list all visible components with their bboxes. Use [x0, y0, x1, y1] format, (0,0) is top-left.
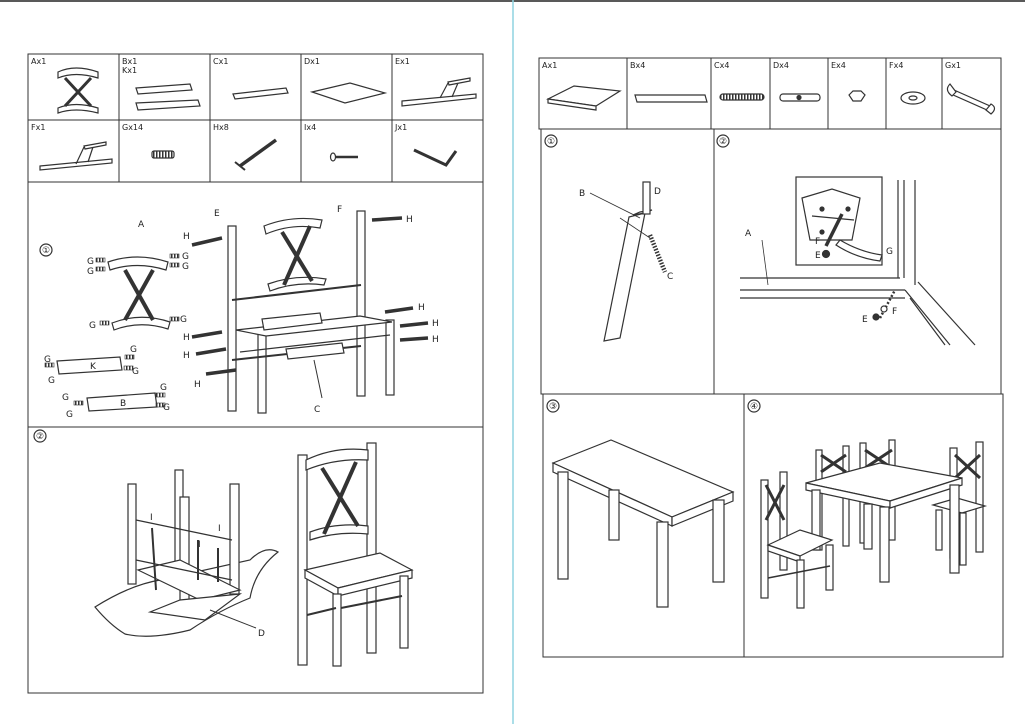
part-label-fx1: Fx1 [31, 123, 45, 132]
callout-c-left: C [314, 405, 320, 415]
back-x-frame-icon [57, 67, 99, 114]
part-label-gx14: Gx14 [122, 123, 143, 132]
part-label-jx1: Jx1 [394, 123, 407, 132]
callout-g7: G [44, 355, 51, 365]
callout-d-left: D [258, 629, 265, 639]
part-label-ex1: Ex1 [395, 57, 410, 66]
washer-icon [900, 91, 926, 105]
nut-icon [848, 90, 866, 102]
part-label-kx1: Kx1 [122, 66, 137, 75]
rails-icon [135, 83, 201, 111]
bolt-icon [234, 138, 278, 171]
rail-c-icon [232, 87, 289, 100]
tabletop-icon [546, 85, 622, 111]
callout-e-left: E [214, 209, 220, 219]
left-step1-number: ① [42, 246, 50, 256]
callout-i3: I [218, 524, 221, 534]
callout-a-left: A [138, 220, 145, 230]
part-label-cx1: Cx1 [213, 57, 228, 66]
callout-e-inset: E [815, 251, 821, 261]
part-label-ex4: Ex4 [831, 61, 846, 70]
callout-g5: G [89, 321, 96, 331]
callout-e-right: E [862, 315, 868, 325]
part-label-hx8: Hx8 [213, 123, 229, 132]
apron-icon [634, 94, 708, 103]
callout-h1: H [183, 232, 190, 242]
callout-f-inset: F [815, 237, 820, 247]
left-step1 [39, 210, 429, 414]
right-step2 [716, 134, 976, 346]
right-step4-number: ④ [750, 402, 758, 412]
callout-g13: G [66, 410, 73, 420]
right-step3 [546, 399, 735, 608]
callout-f-right: F [892, 307, 897, 317]
wrench-icon [946, 83, 996, 115]
callout-f-left: F [337, 205, 342, 215]
right-step1 [544, 134, 668, 342]
part-label-fx4: Fx4 [889, 61, 903, 70]
callout-h3: H [183, 333, 190, 343]
part-label-dx4: Dx4 [773, 61, 789, 70]
allen-key-icon [413, 148, 458, 167]
callout-b-right: B [579, 189, 585, 199]
part-label-ax1: Ax1 [31, 57, 46, 66]
right-step2-number: ② [719, 137, 727, 147]
rail-k-label: K [90, 362, 97, 372]
left-page [27, 53, 484, 694]
callout-h2: H [406, 215, 413, 225]
callout-g12: G [160, 383, 167, 393]
rail-b-label: B [120, 399, 126, 409]
part-label-gx1: Gx1 [945, 61, 961, 70]
callout-c-right: C [667, 272, 673, 282]
right-step3-number: ③ [549, 402, 557, 412]
side-frame-f-icon [39, 141, 113, 171]
part-label-bx1: Bx1 [122, 57, 137, 66]
part-label-cx4: Cx4 [714, 61, 729, 70]
right-step4 [747, 399, 988, 609]
callout-h6: H [418, 303, 425, 313]
callout-h5: H [194, 380, 201, 390]
callout-i1: I [150, 513, 153, 523]
callout-a-right: A [745, 229, 752, 239]
left-frame [27, 53, 484, 694]
callout-h4: H [183, 351, 190, 361]
left-step2-number: ② [36, 432, 44, 442]
left-step2 [33, 429, 414, 667]
callout-d-right: D [654, 187, 661, 197]
side-frame-e-icon [401, 77, 477, 107]
callout-h7: H [432, 319, 439, 329]
callout-g11: G [62, 393, 69, 403]
right-steps-bottom [542, 393, 1004, 658]
callout-g1: G [87, 257, 94, 267]
screw-icon [329, 152, 358, 162]
right-page [538, 57, 1004, 658]
callout-g9: G [48, 376, 55, 386]
callout-g2: G [87, 267, 94, 277]
threaded-rod-icon [719, 93, 765, 101]
seat-panel-icon [309, 82, 388, 104]
right-steps-top [540, 128, 1002, 395]
part-label-bx4: Bx4 [630, 61, 645, 70]
dowel-icon [151, 150, 175, 159]
barrel-nut-icon [779, 93, 821, 102]
right-step1-number: ① [547, 137, 555, 147]
callout-g4: G [182, 262, 189, 272]
callout-g6: G [180, 315, 187, 325]
callout-i2: I [198, 540, 201, 550]
callout-g-inset: G [886, 247, 893, 257]
callout-g8: G [130, 345, 137, 355]
part-label-ax1-table: Ax1 [542, 61, 557, 70]
part-label-ix4: Ix4 [304, 123, 316, 132]
callout-g14: G [163, 403, 170, 413]
part-label-dx1: Dx1 [304, 57, 320, 66]
callout-h8: H [432, 335, 439, 345]
callout-g10: G [132, 367, 139, 377]
callout-g3: G [182, 252, 189, 262]
